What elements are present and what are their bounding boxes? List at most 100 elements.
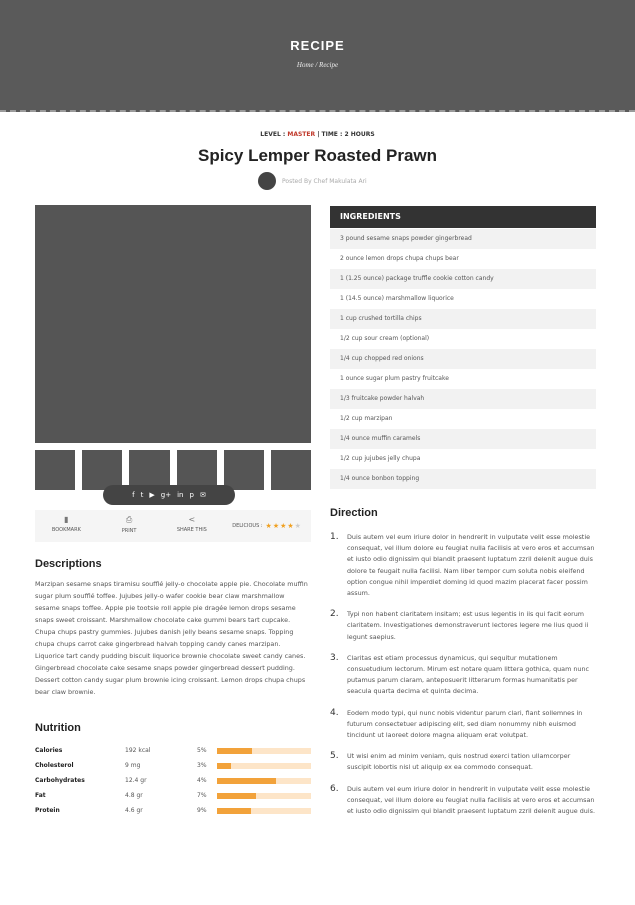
recipe-meta: LEVEL : MASTER | TIME : 2 HOURS — [0, 131, 635, 138]
ingredient-item: 1/4 ounce bonbon topping — [330, 469, 596, 489]
step-text: Typi non habent claritatem insitam; est … — [347, 610, 589, 641]
share-label: SHARE THIS — [176, 527, 207, 533]
direction-step: 4. Eodem modo typi, qui nunc nobis vident… — [330, 708, 595, 742]
direction-step: 6. Duis autem vel eum iriure dolor in hen… — [330, 784, 595, 818]
main-image — [35, 205, 311, 443]
nutrition-label: Cholesterol — [35, 762, 74, 769]
meta-separator: | — [317, 131, 322, 138]
pinterest-icon[interactable]: p — [189, 491, 194, 499]
step-text: Eodem modo typi, qui nunc nobis videntur… — [347, 708, 583, 740]
ingredient-item: 1/2 cup marzipan — [340, 415, 393, 422]
step-number: 1. — [330, 532, 339, 542]
thumbnail[interactable] — [176, 450, 217, 490]
thumbnail[interactable] — [223, 450, 264, 490]
direction-list: 1. Duis autem vel eum iriure dolor in hen… — [330, 532, 595, 827]
direction-step: 5. Ut wisi enim ad minim veniam, quis nos… — [330, 751, 595, 773]
descriptions-heading: Descriptions — [35, 558, 102, 570]
nutrition-bar — [217, 762, 311, 769]
time-label: TIME : — [321, 131, 343, 138]
nutrition-amount: 12.4 gr — [125, 777, 147, 784]
email-icon[interactable]: ✉ — [199, 491, 206, 499]
print-label: PRINT — [121, 528, 137, 534]
ingredient-item: 1 ounce sugar plum pastry fruitcake — [340, 375, 449, 382]
facebook-icon[interactable]: f — [132, 491, 135, 499]
google-plus-icon[interactable]: g+ — [160, 491, 172, 499]
nutrition-percent: 4% — [197, 777, 207, 784]
ingredient-item: 3 pound sesame snaps powder gingerbread — [330, 229, 596, 249]
nutrition-row: Carbohydrates 12.4 gr 4% — [35, 773, 311, 788]
avatar[interactable] — [258, 172, 276, 190]
star-icon[interactable]: ★ — [265, 522, 273, 530]
ingredient-item: 1 cup crushed tortilla chips — [330, 309, 596, 329]
nutrition-bar-fill — [217, 762, 232, 769]
level-label: LEVEL : — [260, 131, 286, 138]
nutrition-amount: 192 kcal — [125, 747, 151, 754]
rating-label: DELICIOUS : — [232, 523, 263, 529]
direction-step: 3. Claritas est etiam processus dynamicus… — [330, 653, 595, 698]
nutrition-percent: 3% — [197, 762, 207, 769]
star-icon[interactable]: ★ — [287, 522, 295, 530]
step-text: Ut wisi enim ad minim veniam, quis nostr… — [347, 752, 571, 772]
nutrition-bar-fill — [217, 747, 252, 754]
nutrition-label: Carbohydrates — [35, 777, 85, 784]
direction-step: 2.Typi non habent claritatem insitam; es… — [330, 609, 595, 643]
nutrition-percent: 5% — [197, 747, 207, 754]
step-text: Duis autem vel eum iriure dolor in hendr… — [347, 533, 595, 598]
nutrition-bar — [217, 792, 311, 799]
nutrition-bar-fill — [217, 807, 251, 814]
nutrition-row: Fat 4.8 gr 7% — [35, 788, 311, 803]
nutrition-amount: 4.6 gr — [125, 807, 143, 814]
nutrition-amount: 4.8 gr — [125, 792, 143, 799]
time-value: 2 HOURS — [344, 131, 375, 138]
page-title: Spicy Lemper Roasted Prawn — [197, 146, 438, 165]
linkedin-icon[interactable]: in — [177, 491, 184, 499]
nutrition-label: Protein — [35, 807, 60, 814]
step-text: Claritas est etiam processus dynamicus, … — [347, 653, 590, 696]
twitter-icon[interactable]: t — [140, 491, 144, 499]
ingredient-item: 1 (1.25 ounce) package truffle cookie co… — [330, 269, 596, 289]
thumbnail[interactable] — [82, 450, 123, 490]
thumbnail[interactable] — [129, 450, 170, 490]
nutrition-bar — [217, 807, 311, 814]
step-number: 6. — [330, 783, 339, 794]
nutrition-percent: 9% — [197, 807, 207, 814]
star-icon[interactable]: ★ — [280, 522, 288, 530]
nutrition-label: Fat — [35, 792, 46, 799]
level-value: MASTER — [287, 131, 316, 138]
breadcrumb[interactable]: Home / Recipe — [296, 61, 339, 69]
star-rating[interactable]: ★★★★★ — [266, 522, 302, 530]
share-button[interactable]: < SHARE THIS — [160, 510, 223, 542]
direction-step: 1. Duis autem vel eum iriure dolor in hen… — [330, 532, 595, 599]
thumbnail[interactable] — [35, 450, 76, 490]
recipe-actions: ▮ BOOKMARK ⎙ PRINT < SHARE THIS DELICIOU… — [35, 510, 311, 542]
print-button[interactable]: ⎙ PRINT — [98, 510, 161, 542]
step-number: 4. — [330, 707, 339, 718]
ingredient-item: 1/4 cup chopped red onions — [330, 349, 596, 369]
nutrition-percent: 7% — [197, 792, 207, 799]
nutrition-row: Protein 4.6 gr 9% — [35, 803, 311, 818]
bookmark-icon: ▮ — [64, 515, 69, 524]
ingredient-item: 2 ounce lemon drops chupa chups bear — [340, 255, 459, 262]
ingredient-item: 1 (14.5 ounce) marshmallow liquorice — [340, 295, 454, 302]
bookmark-button[interactable]: ▮ BOOKMARK — [35, 510, 98, 542]
star-icon[interactable]: ★ — [294, 522, 302, 530]
star-icon[interactable]: ★ — [272, 522, 281, 530]
print-icon: ⎙ — [125, 515, 133, 524]
bookmark-label: BOOKMARK — [51, 527, 81, 533]
nutrition-bar-fill — [217, 792, 257, 799]
step-number: 3. — [330, 652, 339, 663]
ingredient-item: 1/4 ounce muffin caramels — [330, 429, 596, 449]
share-icon: < — [188, 515, 196, 524]
youtube-icon[interactable]: ▶ — [149, 491, 155, 499]
step-number: 5. — [330, 751, 339, 762]
ingredient-item: 1/2 cup sour cream (optional) — [340, 335, 430, 342]
social-share-bar: f t ▶ g+ in p ✉ — [103, 485, 235, 505]
ingredients-list: 3 pound sesame snaps powder gingerbread 2… — [330, 229, 596, 489]
thumbnail[interactable] — [270, 450, 312, 490]
step-text: Duis autem vel eum iriure dolor in hendr… — [347, 784, 595, 816]
author-line: Posted By Chef Makulata Ari — [258, 172, 367, 190]
site-logo[interactable]: RECIPE — [290, 38, 345, 53]
